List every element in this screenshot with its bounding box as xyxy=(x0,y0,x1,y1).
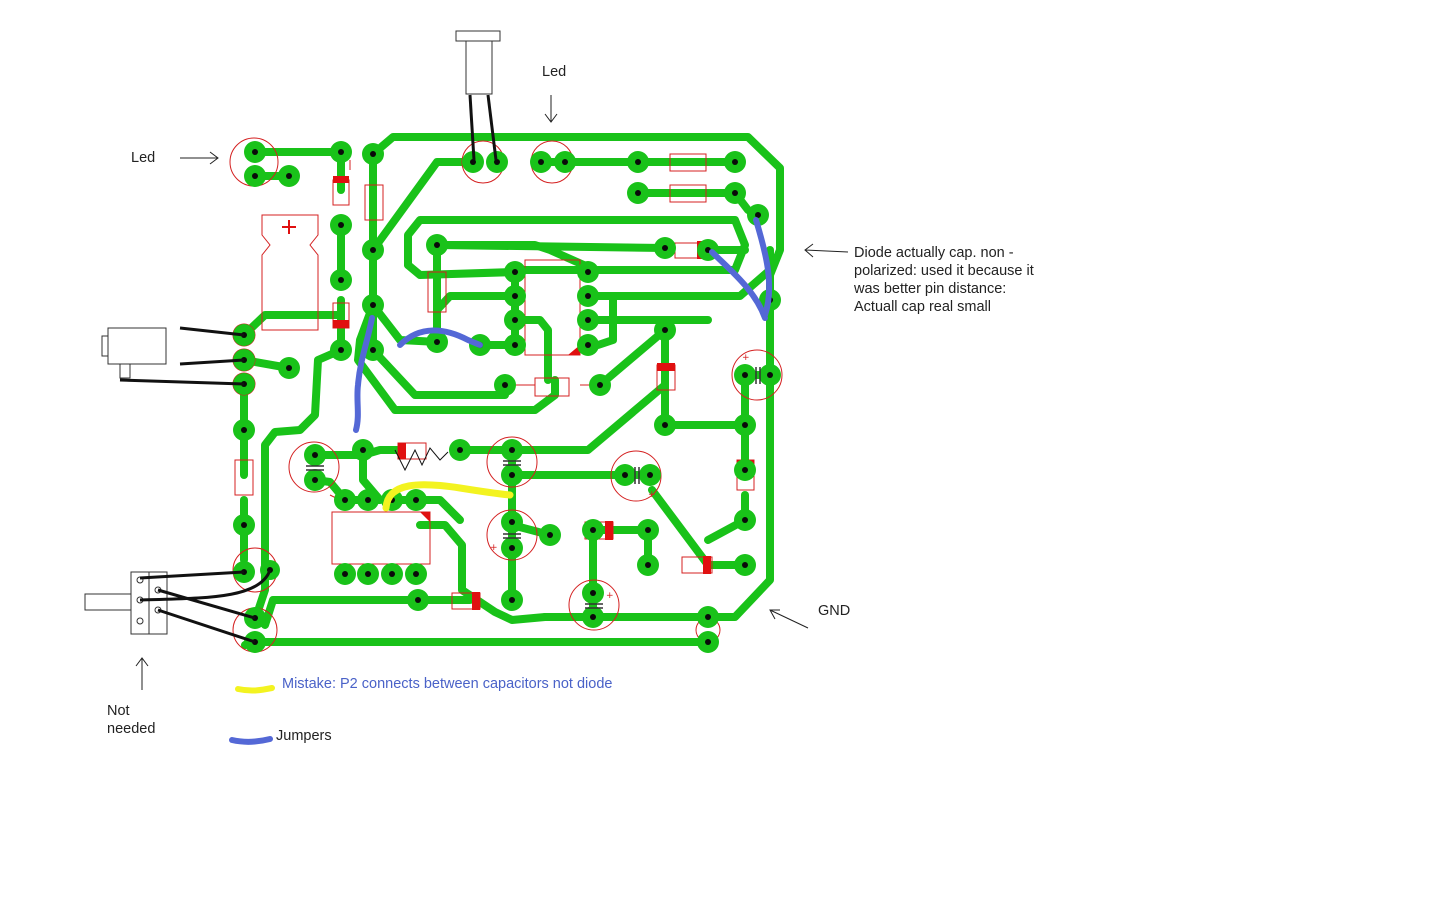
svg-text:+: + xyxy=(648,490,656,500)
led-top xyxy=(455,30,501,161)
mistake-mark xyxy=(382,481,514,512)
gnd-label: GND xyxy=(818,603,851,619)
led-left-label: Led xyxy=(131,150,156,166)
jumper-wires xyxy=(353,217,773,433)
svg-text:+: + xyxy=(606,591,614,601)
diode-scribble xyxy=(394,447,449,472)
jumpers-label: Jumpers xyxy=(276,728,332,744)
polarity-plus-marks: + + + + xyxy=(490,353,750,601)
capacitor-marks xyxy=(306,367,761,609)
pads xyxy=(233,141,781,653)
potentiometer xyxy=(84,569,272,644)
legend-swatches xyxy=(229,685,275,745)
led-top-label: Led xyxy=(542,64,567,80)
svg-text:+: + xyxy=(490,543,498,553)
dc-jack xyxy=(101,326,245,386)
svg-text:+: + xyxy=(742,353,750,363)
annotation-arrows xyxy=(135,95,849,690)
not-needed-label: Not needed xyxy=(107,703,156,737)
mistake-label: Mistake: P2 connects between capacitors … xyxy=(282,676,613,692)
diode-note-label: Diode actually cap. non - polarized: use… xyxy=(854,245,1034,315)
